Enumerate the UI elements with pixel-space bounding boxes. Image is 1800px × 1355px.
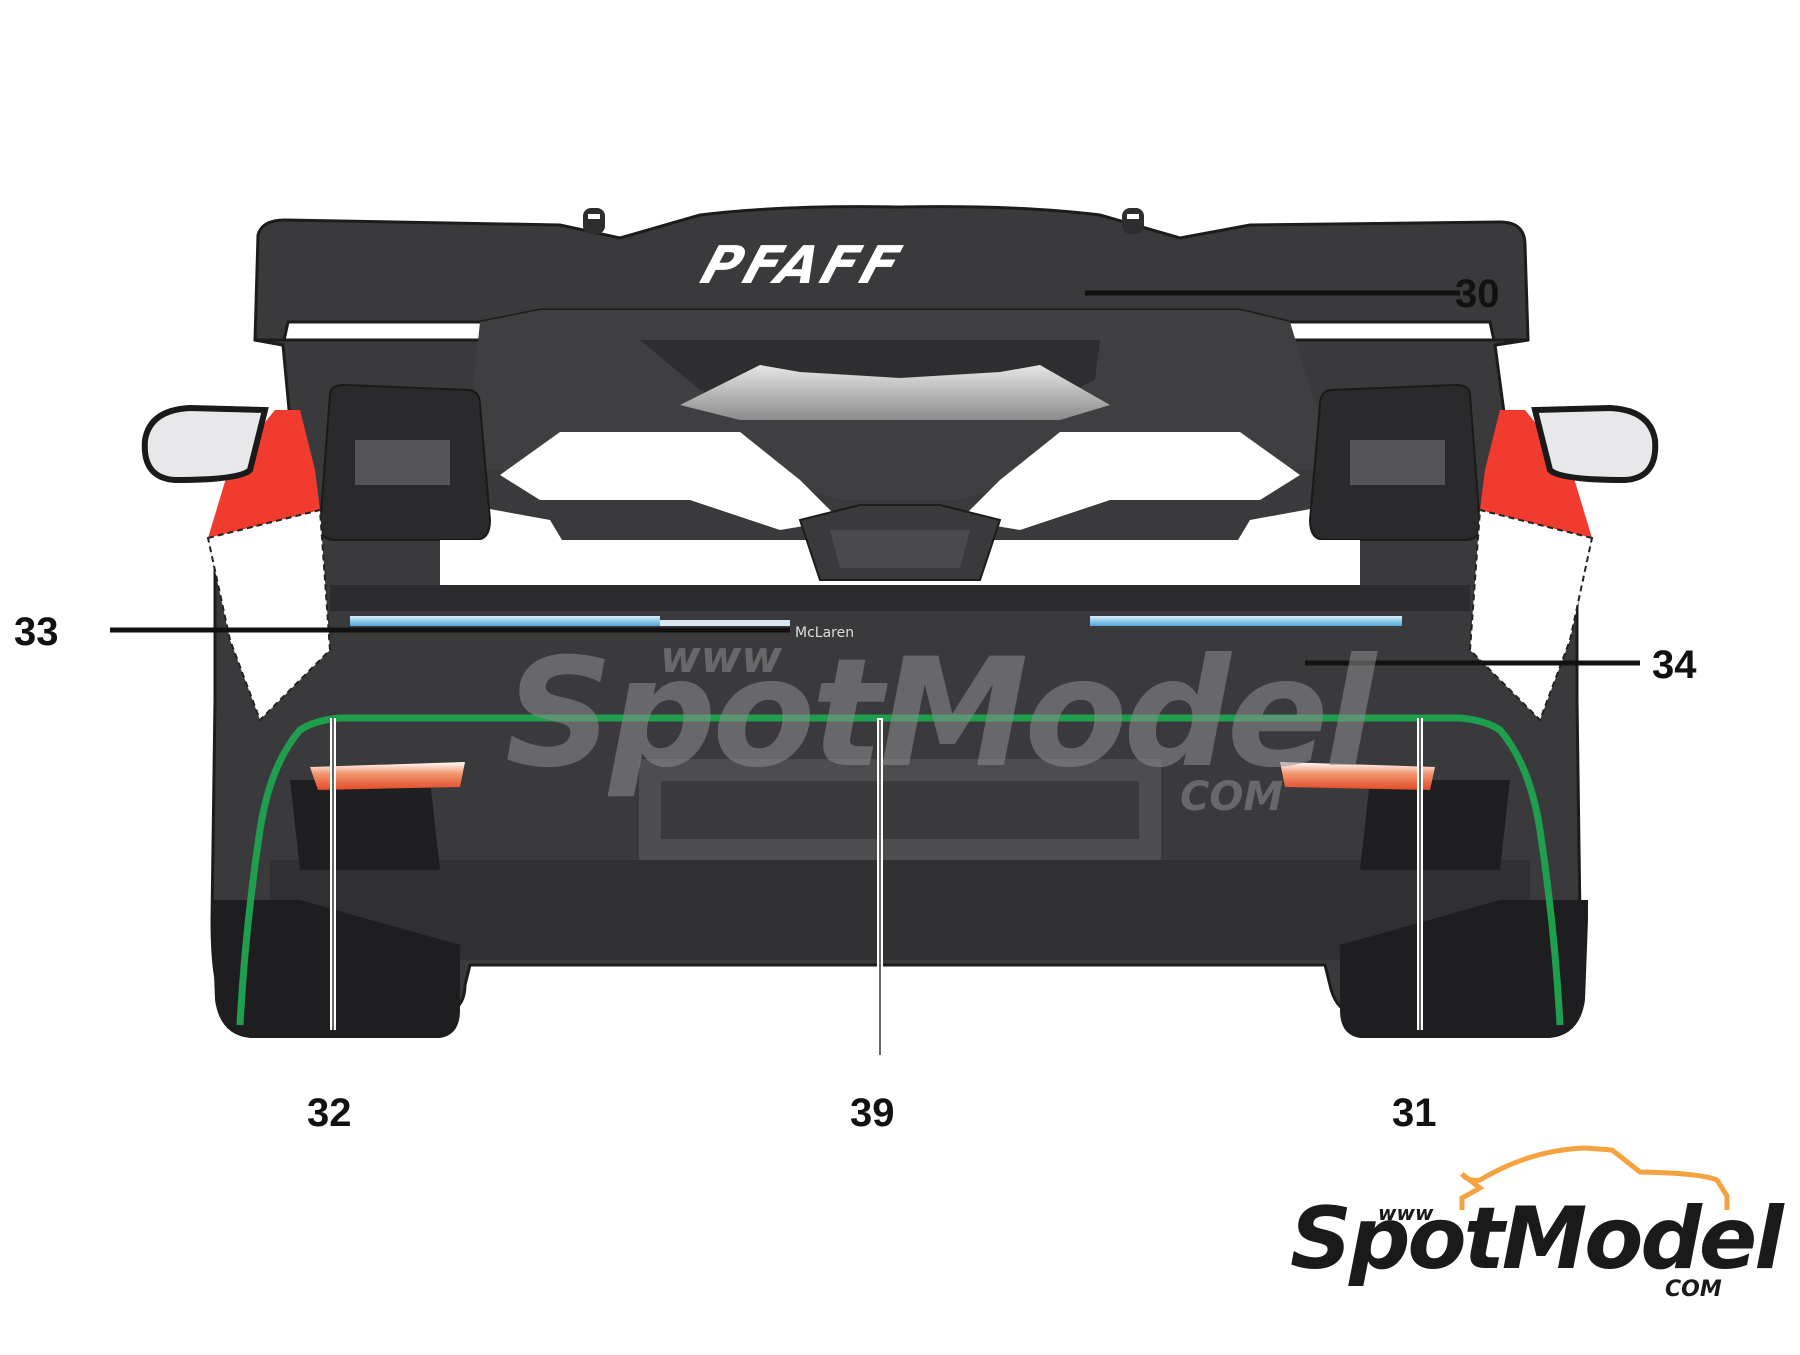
- pfaff-decal: PFAFF: [694, 234, 912, 295]
- side-mirrors: [141, 404, 1659, 484]
- svg-text:COM: COM: [1665, 1277, 1722, 1302]
- svg-text:McLaren: McLaren: [795, 625, 854, 641]
- car-body: [210, 310, 1582, 1014]
- callout-32: 32: [307, 1091, 352, 1135]
- svg-text:COM: COM: [1180, 774, 1283, 820]
- watermark: www SpotModel COM: [505, 627, 1383, 820]
- callout-33: 33: [14, 610, 59, 654]
- leader-lines-white: [330, 718, 1423, 1055]
- callout-30: 30: [1455, 272, 1500, 316]
- svg-text:SpotModel: SpotModel: [1290, 1189, 1785, 1289]
- svg-text:www: www: [660, 632, 782, 683]
- svg-text:SpotModel: SpotModel: [505, 627, 1379, 801]
- spotmodel-logo: www SpotModel COM: [1290, 1145, 1788, 1302]
- leader-lines: [110, 290, 1640, 666]
- decal-34-stripe: [1090, 616, 1402, 626]
- rear-wing: [253, 205, 1530, 347]
- svg-text:www: www: [1378, 1201, 1434, 1225]
- decal-33-stripe: [350, 616, 660, 626]
- tail-lights: [206, 410, 1594, 722]
- svg-text:PFAFF: PFAFF: [694, 234, 912, 295]
- exhaust-lights: [310, 762, 1435, 790]
- callout-31: 31: [1392, 1091, 1437, 1135]
- callout-34: 34: [1652, 643, 1697, 687]
- decal-green-outline: [236, 714, 1564, 1026]
- callout-39: 39: [850, 1091, 895, 1135]
